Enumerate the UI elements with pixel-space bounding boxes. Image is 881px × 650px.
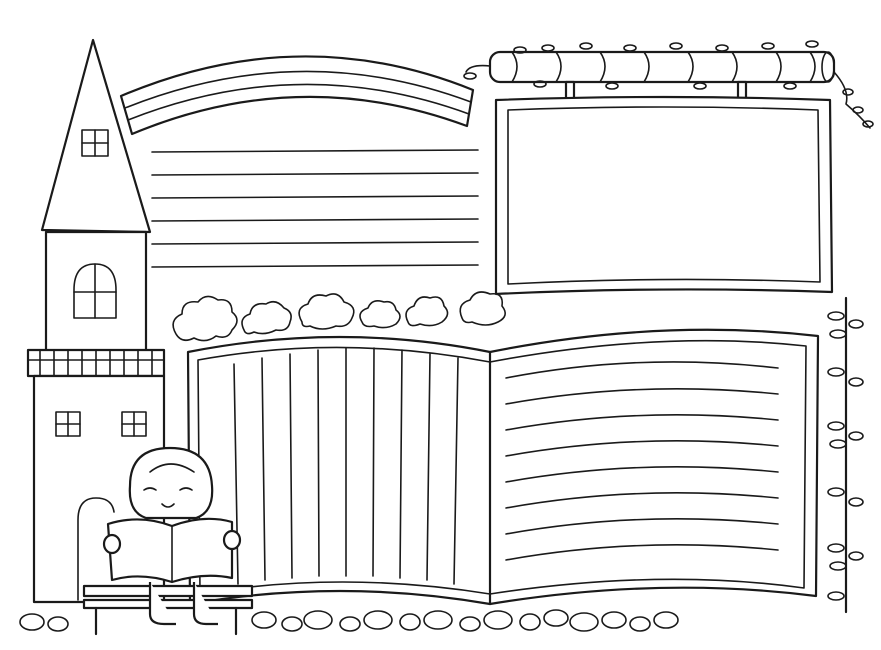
girl-reading-on-bench — [82, 446, 254, 636]
hanging-sign-board — [494, 80, 834, 296]
open-book — [186, 328, 820, 606]
lower-window-right — [121, 411, 147, 437]
tower-railing — [26, 348, 166, 378]
climbing-vine — [827, 296, 864, 614]
right-page-lines — [505, 361, 779, 561]
rainbow-arch — [119, 55, 475, 136]
bench — [82, 584, 254, 636]
spire-window — [81, 129, 109, 157]
arched-window — [73, 263, 117, 319]
pebble-border — [19, 609, 679, 632]
lower-window-left — [55, 411, 81, 437]
lined-writing-area — [151, 149, 479, 268]
vine-log — [463, 40, 874, 129]
cloud-row — [172, 291, 506, 342]
